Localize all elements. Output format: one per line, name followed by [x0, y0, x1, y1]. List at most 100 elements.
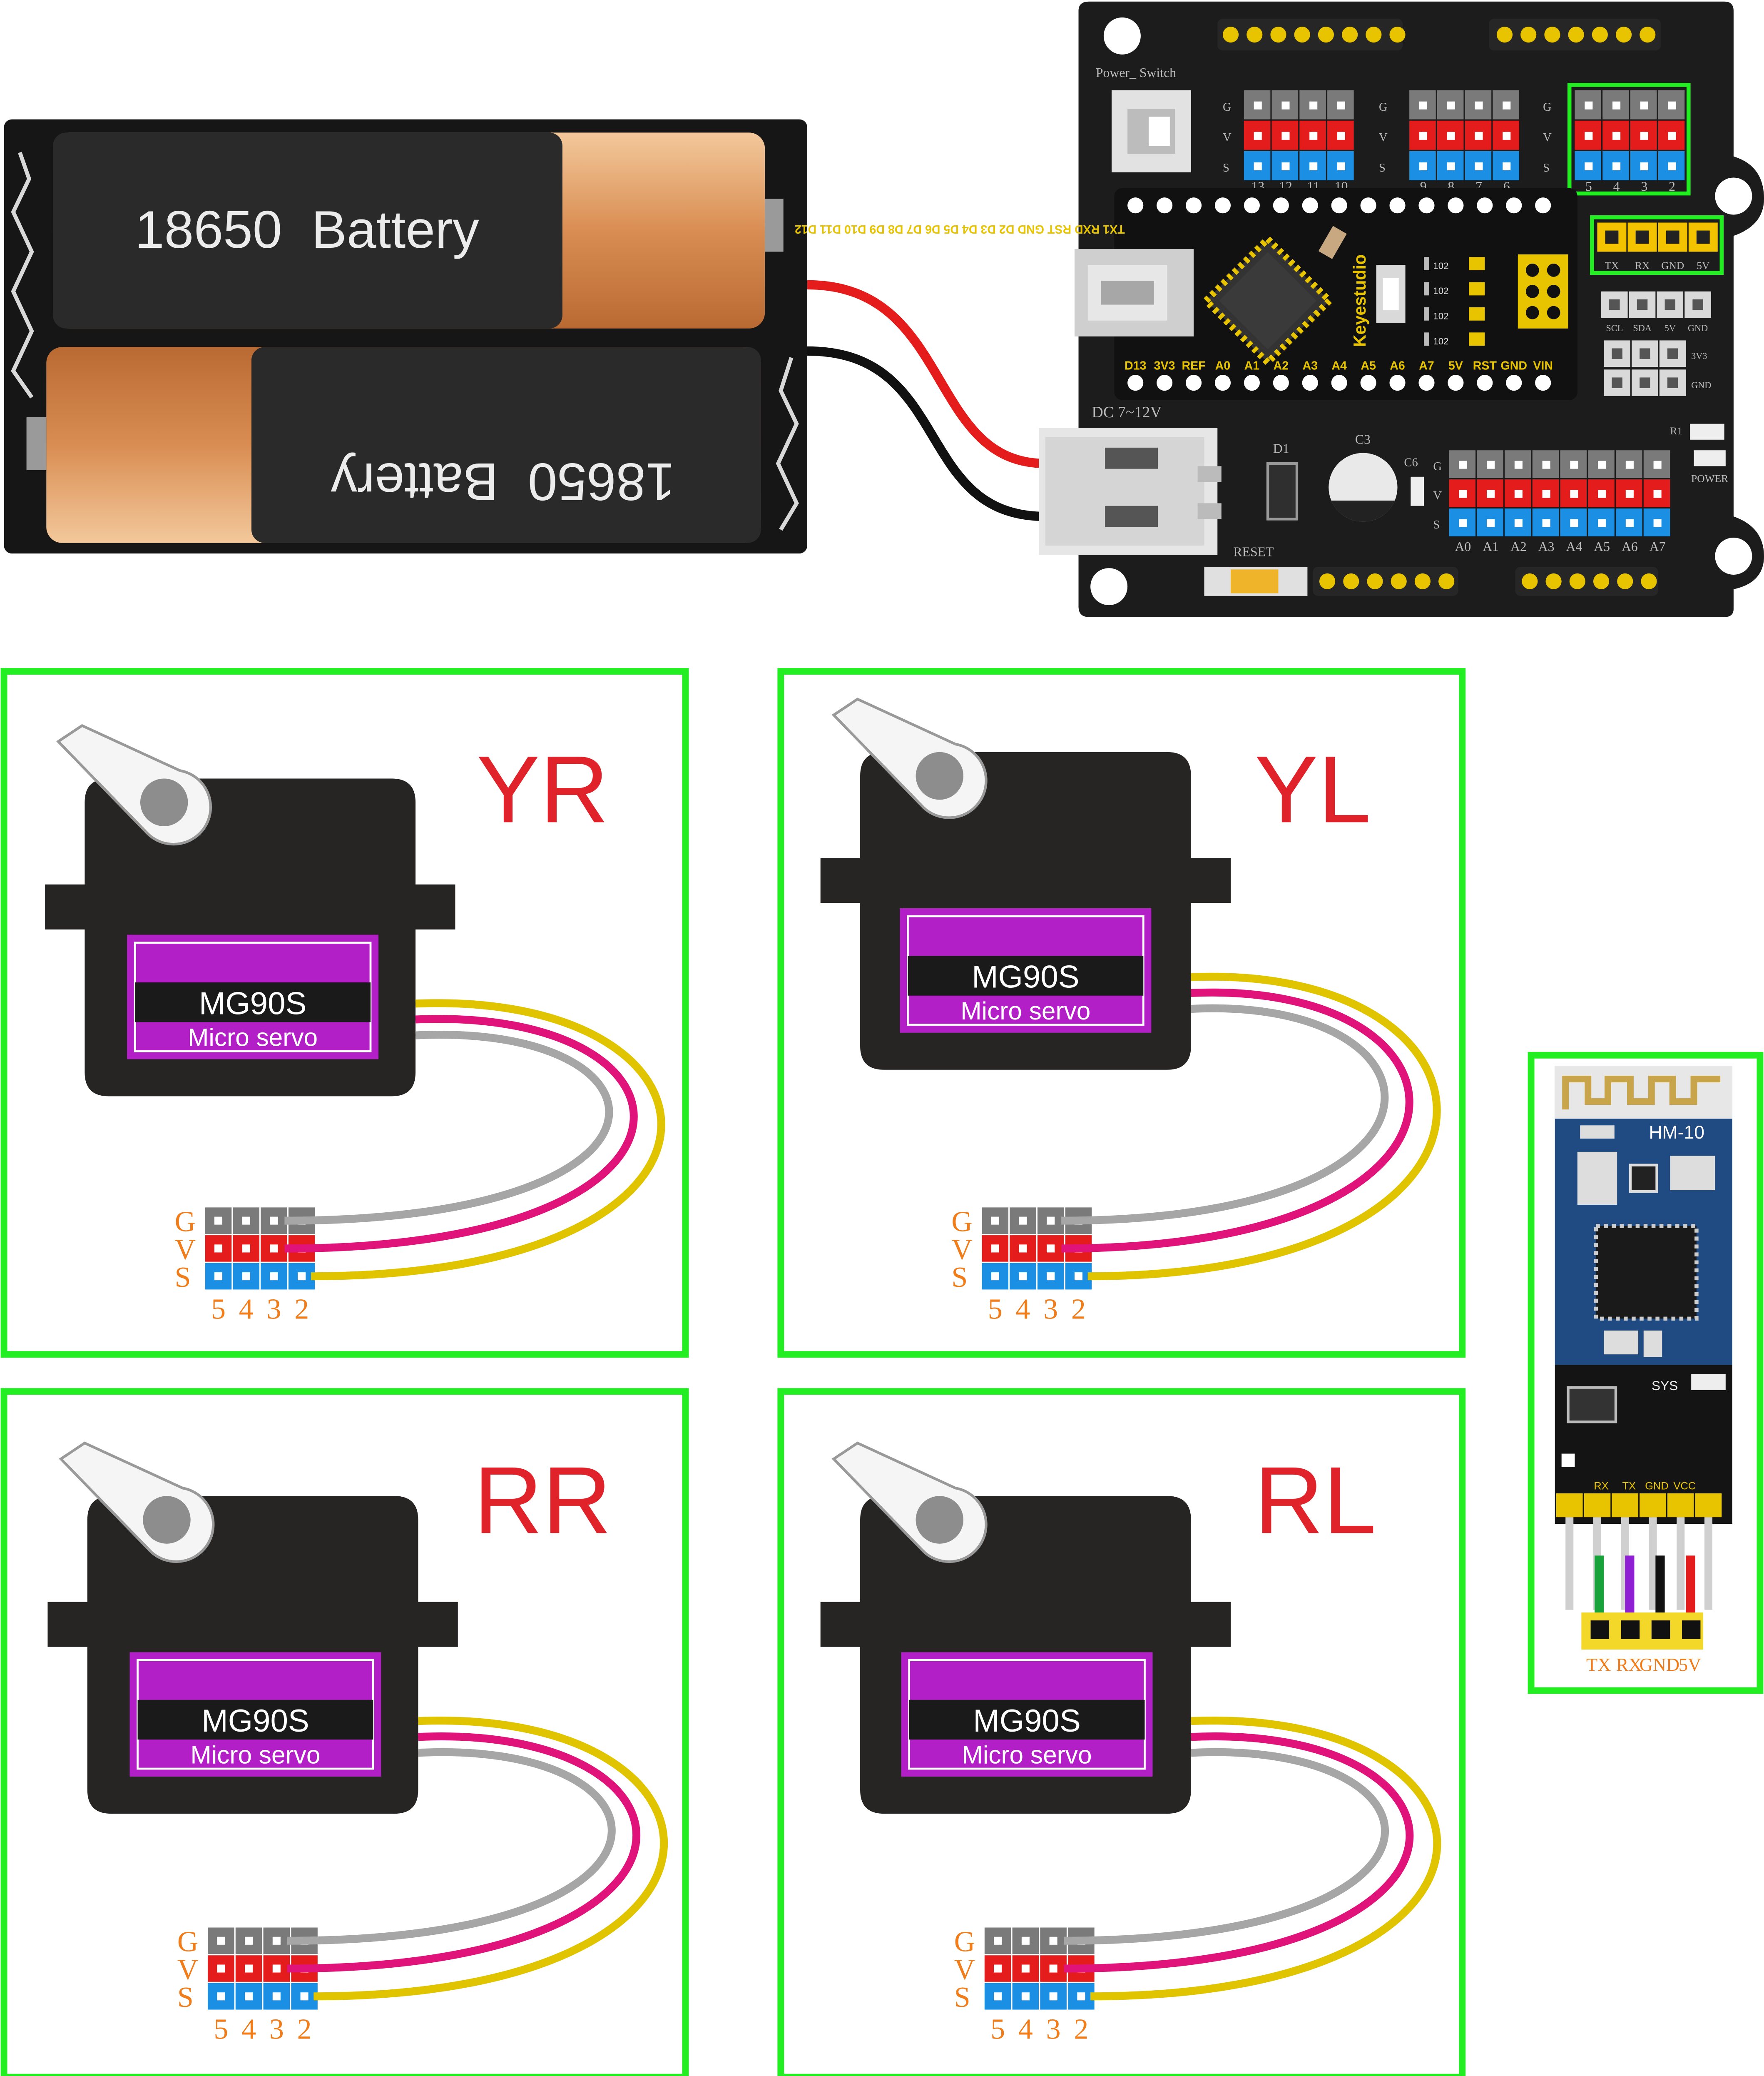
nano-pin-label: 5V	[1448, 359, 1463, 372]
resistor-pad	[1424, 282, 1429, 296]
pin-hole	[1049, 1936, 1057, 1945]
pin-hole	[1077, 1992, 1085, 2001]
pin-number: 4	[241, 2013, 256, 2045]
pin-hole	[1487, 519, 1495, 527]
bt-module-pin-label: RX	[1594, 1480, 1608, 1492]
bt-module-pin	[1667, 1493, 1694, 1518]
gvs-letter: G	[1223, 101, 1232, 114]
pin-hole	[994, 1964, 1002, 1973]
pin-hole	[1682, 1620, 1701, 1639]
gvs-letter: G	[1379, 101, 1388, 114]
battery-wire-black	[807, 346, 1046, 521]
servo-model: MG90S	[199, 986, 307, 1021]
nano-pin-label: VIN	[1533, 359, 1553, 372]
header-pin	[1640, 27, 1656, 43]
pin-hole	[994, 1992, 1002, 2001]
gvs-letter: V	[175, 1234, 196, 1266]
resistor-label: 102	[1433, 311, 1448, 321]
bt-connector-pin-label: TX	[1586, 1654, 1611, 1675]
pin-number: 2	[297, 2013, 312, 2045]
pin-hole	[1625, 490, 1634, 498]
bt-pin-leg	[1565, 1517, 1574, 1610]
pin-hole	[270, 1272, 278, 1281]
pin-number: A1	[1483, 539, 1499, 554]
header-pin	[1617, 573, 1633, 589]
pin-hole	[1281, 132, 1290, 140]
c6-label: C6	[1404, 456, 1418, 469]
bt-pin-leg	[1704, 1517, 1713, 1610]
pin-hole	[270, 1244, 278, 1253]
pin-hole	[1049, 1992, 1057, 2001]
reset-label: RESET	[1233, 545, 1274, 559]
pin-hole	[1640, 132, 1648, 140]
pin-hole	[1612, 132, 1621, 140]
pin-hole	[1487, 490, 1495, 498]
nano-pin-label: A3	[1302, 359, 1318, 372]
header-pin	[1545, 573, 1562, 589]
pin-hole	[1570, 519, 1578, 527]
highlight-frame-uart-pins	[1590, 215, 1724, 275]
pin-number: 2	[1669, 179, 1675, 194]
mount-hole	[1103, 17, 1141, 55]
battery-bottom-label: 18650 Battery	[331, 452, 675, 511]
nano-pin	[1127, 197, 1144, 214]
pin-hole	[1612, 162, 1621, 170]
gvs-letter: G	[1433, 460, 1442, 473]
pin-hole	[1514, 519, 1523, 527]
servo-model: MG90S	[202, 1703, 309, 1739]
dc-input-label: DC 7~12V	[1092, 404, 1162, 421]
pin-hole	[1019, 1244, 1027, 1253]
pin-hole	[1074, 1272, 1083, 1281]
battery-top-label: 18650 Battery	[135, 200, 479, 259]
pin-hole	[1047, 1216, 1055, 1225]
pin-hole	[1447, 101, 1455, 110]
pin-hole	[1653, 519, 1662, 527]
header-pin	[1438, 573, 1455, 589]
header-pin	[1522, 573, 1538, 589]
bt-wire	[1595, 1555, 1604, 1619]
pin-number: 3	[1641, 179, 1647, 194]
nano-pin	[1477, 375, 1493, 391]
i2c-pin-label: GND	[1688, 323, 1708, 333]
servo-type: Micro servo	[188, 1023, 318, 1052]
pin-hole	[1447, 162, 1455, 170]
pin-hole	[1021, 1992, 1030, 2001]
pin-hole	[1503, 101, 1511, 110]
pin-number: A2	[1510, 539, 1527, 554]
gvs-letter: V	[1379, 131, 1388, 144]
nano-pin-label: GND	[1500, 359, 1527, 372]
bt-wire	[1655, 1555, 1665, 1619]
nano-pin	[1331, 197, 1347, 214]
nano-pin	[1506, 197, 1522, 214]
pin-hole	[1419, 132, 1428, 140]
pin-hole	[1585, 162, 1593, 170]
gvs-letter: S	[1433, 518, 1440, 531]
header-pin	[1343, 573, 1359, 589]
bt-connector-pin-label: GND	[1640, 1654, 1679, 1675]
header-pin	[1641, 573, 1657, 589]
uart-pin-label: GND	[1661, 260, 1684, 272]
servo-wire	[311, 999, 665, 1281]
nano-pin	[1360, 375, 1376, 391]
servo-model: MG90S	[973, 1703, 1081, 1739]
battery-wire-red	[807, 280, 1046, 469]
pin-hole	[1475, 162, 1483, 170]
pin-hole	[1047, 1272, 1055, 1281]
servo-model: MG90S	[972, 959, 1080, 995]
pin-hole	[1612, 348, 1622, 359]
pin-hole	[1667, 348, 1678, 359]
nano-pin	[1448, 197, 1464, 214]
pin-hole	[1049, 1964, 1057, 1973]
pin-number: 5	[214, 2013, 228, 2045]
pin-hole	[1254, 101, 1262, 110]
servo-wire	[313, 1717, 668, 2001]
pin-hole	[1542, 461, 1550, 469]
nano-pin-label: A2	[1274, 359, 1289, 372]
pin-number: 5	[990, 2013, 1005, 2045]
